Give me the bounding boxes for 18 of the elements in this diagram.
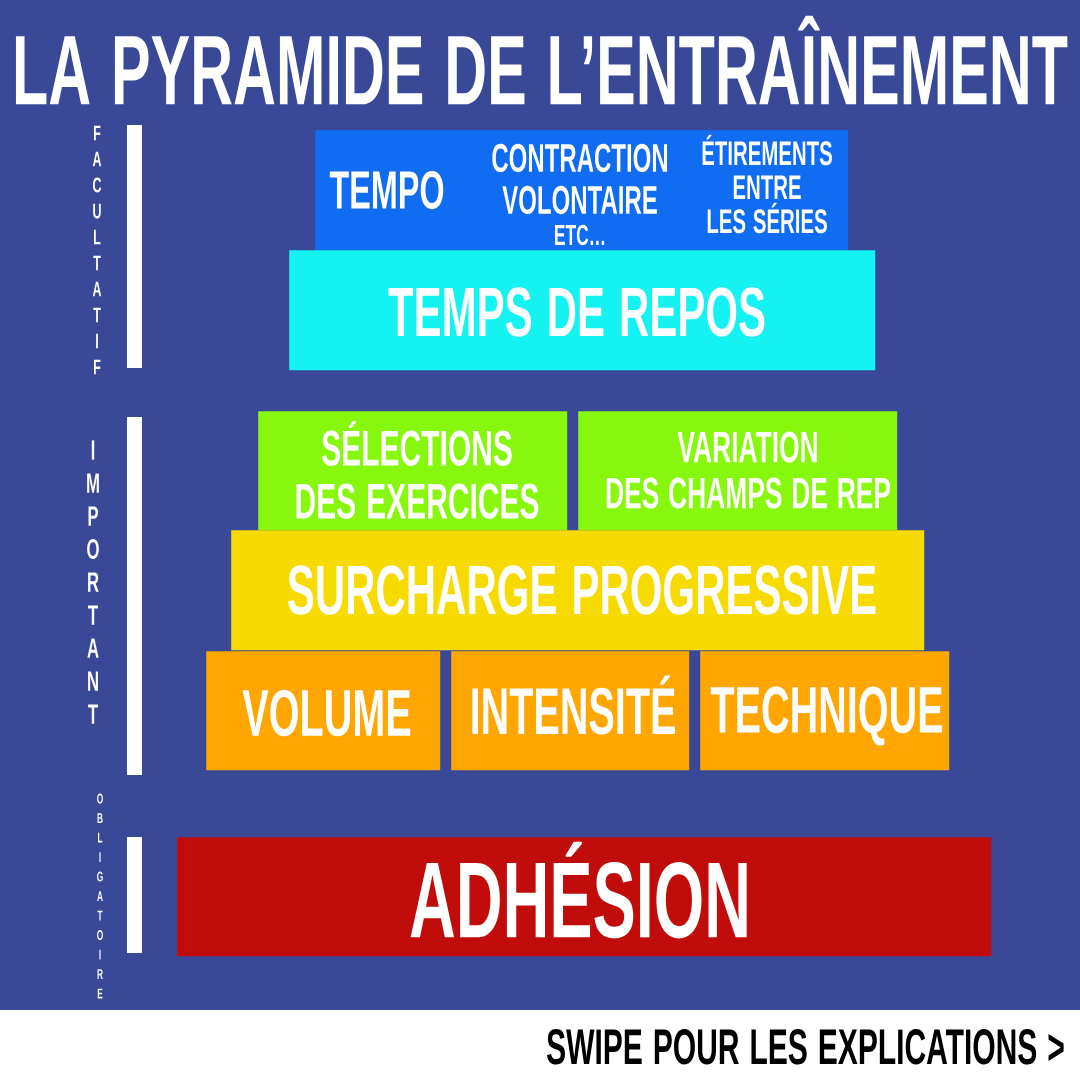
swipe-hint: SWIPE POUR LES EXPLICATIONS >	[547, 1029, 1064, 1065]
pyramid-block: VOLUME	[206, 651, 441, 771]
pyramid-block	[315, 130, 849, 251]
level-label: FACULTATIF	[92, 125, 142, 375]
pyramid-block: SURCHARGE PROGRESSIVE	[231, 530, 925, 651]
pyramid-block: INTENSITÉ	[451, 651, 690, 771]
level-label: IMPORTANT	[87, 417, 142, 775]
block-label: ÉTIREMENTS ENTRE LES SÉRIES	[702, 134, 832, 234]
level-label: OBLIGATOIRE	[97, 793, 142, 999]
pyramid-block: VARIATION DES CHAMPS DE REP	[578, 411, 898, 531]
block-label: ETC…	[555, 224, 605, 246]
pyramid-block: TECHNIQUE	[700, 651, 950, 771]
block-label: TEMPO	[329, 170, 444, 210]
pyramid-block: TEMPS DE REPOS	[289, 250, 876, 371]
title: LA PYRAMIDE DE L’ENTRAÎNEMENT	[15, 15, 1068, 105]
pyramid-block: SÉLECTIONS DES EXERCICES	[258, 411, 568, 531]
block-label: CONTRACTION VOLONTAIRE	[492, 143, 668, 215]
pyramid-block: ADHÉSION	[177, 837, 992, 957]
